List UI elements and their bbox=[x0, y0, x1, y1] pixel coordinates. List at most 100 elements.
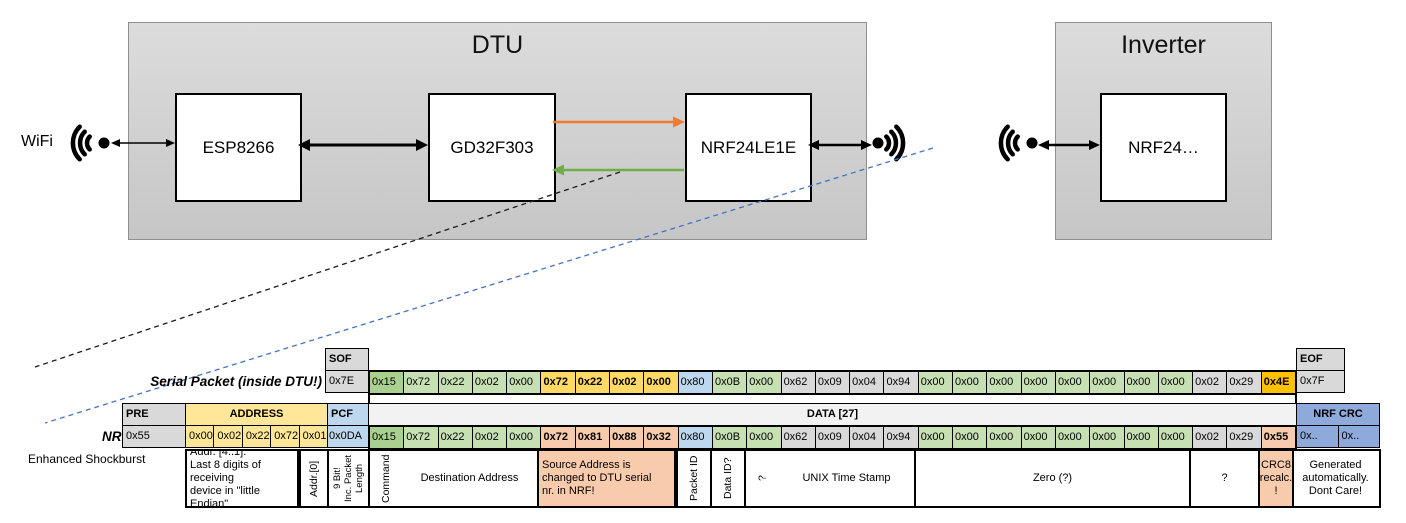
nrf-byte-cell: 0x80 bbox=[678, 427, 713, 448]
serial-byte-cell: 0x00 bbox=[918, 372, 954, 393]
nrf-byte-cell: 0x00 bbox=[507, 427, 542, 448]
dtu-title: DTU bbox=[471, 31, 524, 59]
address-byte-cell: 0x22 bbox=[241, 425, 272, 448]
serial-packet-label: Serial Packet (inside DTU!) bbox=[150, 374, 322, 389]
annotation-cell: UNIX Time Stamp bbox=[779, 451, 916, 506]
eof-value-cell: 0x7F bbox=[1296, 370, 1345, 393]
serial-byte-cell: 0x00 bbox=[987, 372, 1022, 393]
serial-byte-cell: 0x00 bbox=[1158, 372, 1194, 393]
nrf-byte-cell: 0x29 bbox=[1227, 427, 1262, 448]
nrf-byte-cell: 0x22 bbox=[438, 427, 473, 448]
serial-byte-cell: 0x00 bbox=[1090, 372, 1125, 393]
wifi-antenna-icon bbox=[70, 124, 110, 162]
eof-header-cell: EOF bbox=[1296, 348, 1345, 371]
inverter-nrf24-box: NRF24… bbox=[1100, 93, 1227, 202]
nrf-crc-byte-row: 0x..0x.. bbox=[1296, 425, 1380, 448]
nrf24le1e-label: NRF24LE1E bbox=[700, 137, 797, 157]
annotation-row: Addr. [4..1]: Last 8 digits of receiving… bbox=[185, 449, 1381, 508]
annotation-cell: 9 Bit! Inc. Packet Length bbox=[327, 451, 368, 506]
serial-byte-cell: 0x72 bbox=[541, 372, 576, 393]
nrf-pre-column: PRE 0x55 bbox=[122, 403, 186, 448]
serial-nrf-connector-right bbox=[1295, 393, 1297, 404]
serial-byte-cell: 0x4E bbox=[1261, 372, 1296, 393]
annotation-cell: Addr.[0] bbox=[299, 451, 327, 506]
nrf-byte-cell: 0x00 bbox=[1158, 427, 1194, 448]
wifi-label: WiFi bbox=[21, 133, 53, 150]
serial-byte-cell: 0x00 bbox=[1021, 372, 1056, 393]
nrf-byte-cell: 0x02 bbox=[1193, 427, 1228, 448]
nrf-byte-cell: 0x00 bbox=[1124, 427, 1159, 448]
annotation-cell: CRC8 recalc. ! bbox=[1260, 451, 1294, 506]
nrf-byte-cell: 0x0B bbox=[712, 427, 748, 448]
serial-byte-cell: 0x00 bbox=[1055, 372, 1091, 393]
nrf-byte-cell: 0x00 bbox=[1055, 427, 1091, 448]
inverter-rf-antenna-icon bbox=[998, 124, 1038, 162]
annotation-cell: Source Address is changed to DTU serial … bbox=[539, 451, 676, 506]
annotation-cell: Data ID? bbox=[710, 451, 744, 506]
serial-byte-cell: 0x0B bbox=[712, 372, 748, 393]
gd32f303-box: GD32F303 bbox=[428, 93, 556, 202]
annotation-cell: Destination Address bbox=[402, 451, 539, 506]
serial-byte-cell: 0x02 bbox=[1193, 372, 1228, 393]
pre-header-cell: PRE bbox=[122, 403, 186, 426]
serial-byte-cell: 0x00 bbox=[953, 372, 988, 393]
nrf-byte-cell: 0x02 bbox=[472, 427, 508, 448]
nrf-byte-cell: 0x00 bbox=[1021, 427, 1056, 448]
annotation-cell: Command bbox=[368, 451, 402, 506]
serial-byte-cell: 0x94 bbox=[884, 372, 919, 393]
annotation-cell: Addr. [4..1]: Last 8 digits of receiving… bbox=[187, 451, 299, 506]
nrf-pcf-column: PCF 0x0DA bbox=[327, 403, 369, 448]
data-header-cell: DATA [27] bbox=[368, 403, 1297, 426]
serial-byte-cell: 0x02 bbox=[472, 372, 508, 393]
inverter-nrf24-label: NRF24… bbox=[1128, 137, 1199, 157]
nrf-byte-cell: 0x32 bbox=[644, 427, 679, 448]
serial-byte-cell: 0x62 bbox=[781, 372, 816, 393]
address-byte-cell: 0x02 bbox=[213, 425, 243, 448]
nrf-byte-cell: 0x88 bbox=[610, 427, 645, 448]
nrf-byte-cell: 0x09 bbox=[815, 427, 851, 448]
serial-byte-cell: 0x04 bbox=[850, 372, 885, 393]
enhanced-shockburst-label: Enhanced Shockburst bbox=[28, 452, 146, 466]
pre-value-cell: 0x55 bbox=[122, 425, 186, 448]
dtu-rf-antenna-icon bbox=[872, 124, 906, 162]
serial-byte-cell: 0x00 bbox=[747, 372, 782, 393]
annotation-cell: ? bbox=[744, 451, 779, 506]
address-byte-cell: 0x72 bbox=[270, 425, 300, 448]
serial-byte-cell: 0x02 bbox=[610, 372, 645, 393]
serial-byte-cell: 0x00 bbox=[644, 372, 679, 393]
esp8266-label: ESP8266 bbox=[202, 137, 275, 157]
sof-header-cell: SOF bbox=[325, 348, 369, 371]
nrf-byte-cell: 0x55 bbox=[1261, 427, 1296, 448]
serial-byte-cell: 0x72 bbox=[404, 372, 439, 393]
esp8266-box: ESP8266 bbox=[175, 93, 302, 202]
pcf-header-cell: PCF bbox=[327, 403, 369, 426]
pcf-value-cell: 0x0DA bbox=[327, 425, 369, 448]
nrf24le1e-box: NRF24LE1E bbox=[685, 93, 812, 202]
nrf-data-header: DATA [27] bbox=[368, 403, 1297, 426]
nrf-byte-cell: 0x15 bbox=[370, 427, 405, 448]
nrf-byte-cell: 0x00 bbox=[987, 427, 1022, 448]
nrf-crc-byte-cell: 0x.. bbox=[1337, 425, 1380, 448]
nrf-crc-byte-cell: 0x.. bbox=[1296, 425, 1339, 448]
address-byte-cell: 0x01 bbox=[298, 425, 329, 448]
nrf-byte-cell: 0x04 bbox=[850, 427, 885, 448]
nrf-crc-header-cell: NRF CRC bbox=[1296, 403, 1380, 426]
serial-byte-cell: 0x22 bbox=[575, 372, 611, 393]
address-byte-cell: 0x00 bbox=[185, 425, 215, 448]
nrf-byte-cell: 0x00 bbox=[747, 427, 782, 448]
nrf-byte-cell: 0x62 bbox=[781, 427, 816, 448]
nrf-byte-cell: 0x00 bbox=[953, 427, 988, 448]
serial-byte-cell: 0x00 bbox=[1124, 372, 1159, 393]
nrf-byte-cell: 0x94 bbox=[884, 427, 919, 448]
serial-byte-cell: 0x29 bbox=[1227, 372, 1262, 393]
serial-byte-cell: 0x00 bbox=[507, 372, 542, 393]
serial-eof-column: EOF 0x7F bbox=[1296, 348, 1345, 393]
nrf-byte-cell: 0x00 bbox=[1090, 427, 1125, 448]
serial-byte-cell: 0x09 bbox=[815, 372, 851, 393]
serial-byte-cell: 0x15 bbox=[370, 372, 405, 393]
